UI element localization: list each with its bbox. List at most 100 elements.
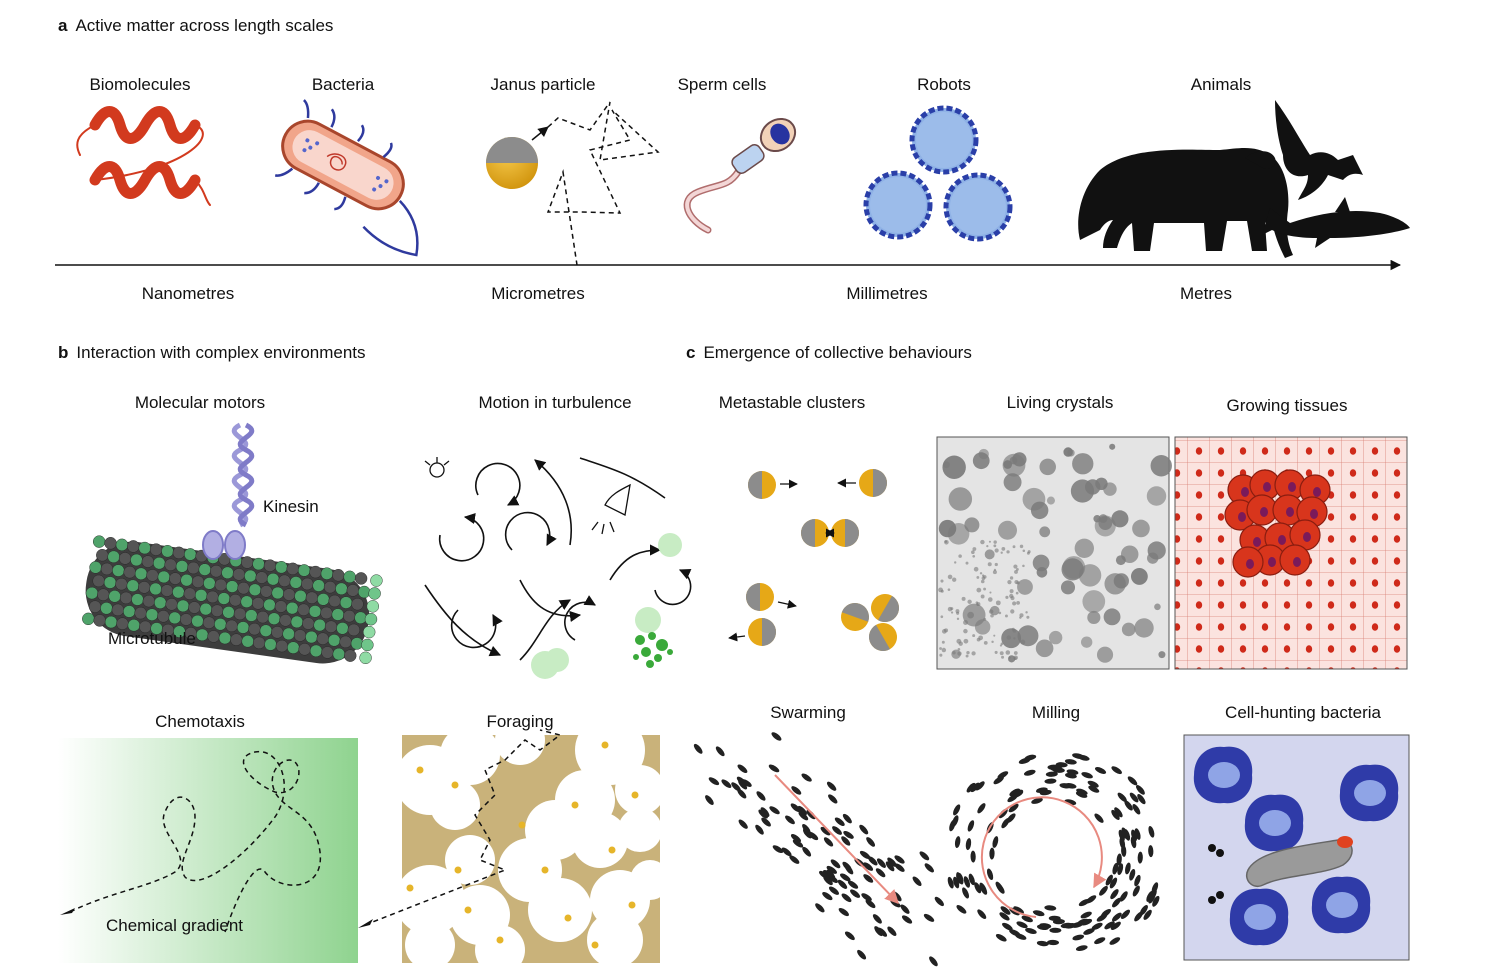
mill-agent — [1080, 918, 1093, 926]
mill-agent — [966, 782, 976, 793]
crystal-particle — [1008, 656, 1011, 659]
mill-agent — [1094, 937, 1106, 945]
crystal-particle — [1020, 639, 1026, 645]
swarm-agent — [877, 927, 888, 937]
swarm-agent — [841, 893, 852, 903]
crystal-particle — [1025, 611, 1028, 614]
mill-agent — [1152, 895, 1160, 907]
crystal-particle — [939, 647, 942, 650]
crystal-particle — [967, 599, 972, 604]
crystal-cluster — [1154, 603, 1161, 611]
mill-agent — [1044, 905, 1057, 911]
foraging-hole — [618, 808, 662, 852]
crystal-particle — [1012, 629, 1017, 633]
mill-agent — [963, 876, 971, 888]
crystal-particle — [963, 620, 968, 625]
swarm-agent — [828, 794, 838, 804]
swarm-agent — [912, 876, 922, 887]
mill-agent — [1006, 813, 1016, 823]
mill-agent — [1072, 934, 1085, 941]
crystal-cluster — [1060, 580, 1076, 595]
janus-particle — [871, 594, 899, 622]
swarm-agent — [828, 886, 839, 895]
crystal-particle — [1026, 551, 1030, 555]
swarm-agent — [737, 764, 748, 774]
crystal-particle — [976, 603, 979, 606]
crystal-cluster — [1003, 473, 1022, 492]
crystal-cluster — [1158, 651, 1166, 659]
crystal-cluster — [1098, 516, 1113, 530]
mill-agent — [952, 815, 959, 827]
mill-agent — [1091, 922, 1103, 930]
mill-agent — [977, 909, 987, 919]
crystal-particle — [976, 637, 981, 642]
swarm-agent — [834, 817, 845, 826]
swarm-agent — [872, 914, 882, 924]
crystal-particle — [971, 550, 975, 555]
label-microtubule: Microtubule — [108, 629, 196, 648]
janus-particle — [748, 471, 776, 499]
crystal-particle — [987, 597, 993, 602]
bacterium-icon — [274, 99, 419, 257]
crystal-particle — [1001, 546, 1006, 551]
particle-blobs — [531, 533, 682, 679]
mill-agent — [1013, 906, 1024, 914]
mill-agent — [1039, 923, 1052, 929]
tubulin-bead — [368, 587, 381, 600]
crystal-particle — [989, 591, 992, 594]
mill-agent — [979, 883, 988, 895]
crystal-particle — [972, 547, 977, 551]
swarm-agent — [802, 846, 812, 857]
mill-agent — [1016, 921, 1028, 929]
crystal-cluster — [1134, 618, 1154, 638]
swarm-agent — [865, 899, 876, 909]
crystal-cluster — [1002, 453, 1026, 477]
mill-agent — [953, 876, 960, 889]
crystal-cluster — [1070, 479, 1095, 503]
swarm-agent — [843, 830, 854, 839]
crystal-particle — [1005, 614, 1008, 618]
panel-b-letter: b — [58, 343, 69, 362]
mill-agent — [1112, 912, 1122, 922]
crystal-particle — [961, 596, 966, 601]
foraging-hole — [475, 925, 525, 975]
panel-a-letter: a — [58, 16, 68, 35]
mill-agent — [1149, 888, 1157, 900]
crystal-particle — [971, 651, 976, 656]
swarm-agent — [826, 865, 837, 874]
swarm-agent — [850, 889, 861, 898]
target-cell — [1244, 794, 1304, 852]
mill-agent — [1112, 862, 1119, 875]
crystal-particle — [965, 654, 969, 658]
foraging-panel — [358, 715, 670, 975]
scale-nanometres: Nanometres — [141, 284, 235, 303]
crystal-particle — [1013, 564, 1018, 569]
crystal-particle — [957, 651, 962, 656]
food-item — [591, 941, 599, 949]
robots-icon — [863, 105, 1013, 242]
crystal-particle — [940, 589, 944, 593]
label-foraging: Foraging — [486, 712, 554, 731]
crystal-particle — [1005, 595, 1009, 599]
mill-agent — [1009, 929, 1021, 937]
mill-agent — [1112, 897, 1121, 908]
foraging-hole — [430, 780, 480, 830]
crystal-particle — [983, 641, 988, 645]
food-item — [628, 901, 636, 909]
crystal-particle — [1026, 615, 1030, 619]
swarm-agent — [900, 904, 910, 914]
crystal-particle — [1000, 642, 1004, 646]
crystal-particle — [941, 647, 947, 653]
target-cell — [1193, 746, 1253, 804]
janus-particle — [841, 603, 869, 631]
mill-agent — [986, 868, 994, 881]
crystal-particle — [983, 617, 987, 621]
label-chemotaxis: Chemotaxis — [155, 712, 245, 731]
mill-agent — [970, 782, 980, 793]
janus-particle — [869, 623, 897, 651]
mill-agent — [1012, 790, 1024, 798]
mill-agent — [1116, 853, 1122, 866]
swarming-flock — [693, 732, 967, 967]
